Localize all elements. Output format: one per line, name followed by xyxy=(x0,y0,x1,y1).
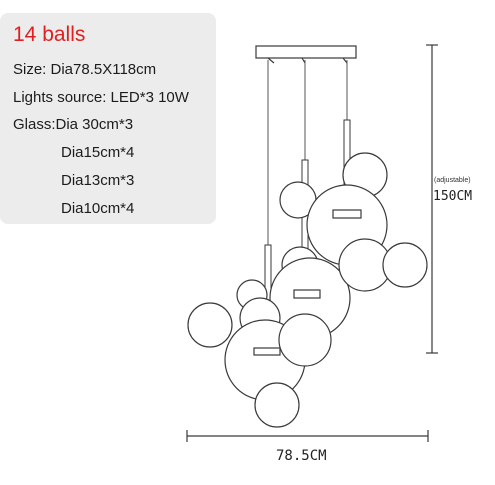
spec-glass-item: Dia15cm*4 xyxy=(61,144,135,161)
spec-glass-item: Dia10cm*4 xyxy=(61,200,135,217)
spec-light-source: Lights source: LED*3 10W xyxy=(13,89,189,106)
spec-glass-main: Glass:Dia 30cm*3 xyxy=(13,116,134,133)
height-dimension xyxy=(426,44,438,354)
spec-size: Size: Dia78.5X118cm xyxy=(13,61,157,78)
height-note: (adjustable) xyxy=(434,177,471,184)
ceiling-canopy xyxy=(255,45,357,64)
width-label: 78.5CM xyxy=(276,448,327,464)
spec-card: 14 balls Size: Dia78.5X118cm Lights sour… xyxy=(0,13,216,224)
spec-glass-item: Dia13cm*3 xyxy=(61,172,135,189)
width-dimension xyxy=(186,430,429,442)
glass-balls xyxy=(187,152,428,428)
spec-title: 14 balls xyxy=(13,23,86,46)
height-label: 150CM xyxy=(433,189,472,204)
light-heads xyxy=(253,209,362,356)
